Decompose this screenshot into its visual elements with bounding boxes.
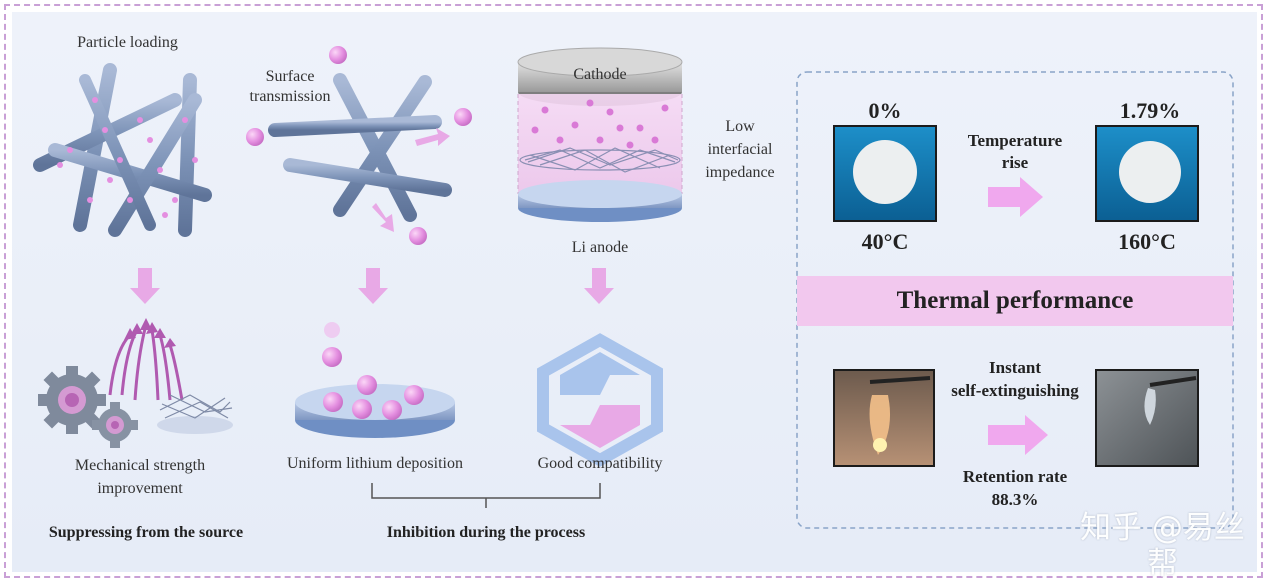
label-good-compatibility: Good compatibility (537, 455, 663, 472)
outer-frame (4, 4, 1263, 578)
label-pct-after: 1.79% (1119, 98, 1181, 123)
process-bracket (371, 483, 601, 508)
label-instant-extinguishing: Instant self-extinguishing (951, 358, 1079, 400)
label-temp-after: 160°C (1118, 229, 1176, 254)
label-pct-before: 0% (868, 98, 902, 123)
label-cathode: Cathode (573, 66, 627, 83)
particle-loading-rods (33, 63, 212, 237)
label-particle-loading: Particle loading (77, 34, 178, 51)
label-li-anode: Li anode (571, 239, 629, 256)
compatibility-icon (537, 333, 663, 467)
thermal-band (797, 276, 1233, 326)
label-temp-before: 40°C (861, 229, 909, 254)
label-retention-rate: Retention rate 88.3% (962, 467, 1068, 509)
particle-loading-dots (57, 97, 198, 218)
battery-ions (531, 99, 669, 149)
gear-icon-small (92, 402, 138, 448)
photo-burning (833, 369, 935, 467)
surface-transmission-ions (246, 46, 472, 245)
label-low-impedance: Low interfacial impedance (705, 118, 775, 181)
label-temp-rise: Temperature rise (967, 131, 1063, 172)
label-inhibition: Inhibition during the process (386, 524, 586, 541)
photo-after-heating (1095, 125, 1199, 222)
deposition-ions (322, 322, 424, 420)
deposition-disk (295, 384, 455, 438)
battery-separator-mesh (519, 147, 681, 173)
label-thermal-performance: Thermal performance (896, 287, 1134, 314)
label-uniform-deposition: Uniform lithium deposition (287, 455, 463, 472)
transmission-small-arrows (372, 128, 450, 232)
watermark: 知乎 @易丝帮 (1080, 510, 1245, 582)
fiber-mat (157, 394, 233, 434)
photo-extinguished (1095, 369, 1199, 467)
down-arrows (130, 268, 614, 304)
surface-transmission-rods (268, 73, 452, 222)
label-surface-transmission: Surface transmission (249, 68, 331, 105)
strength-arrows (108, 324, 184, 401)
label-suppressing: Suppressing from the source (48, 524, 244, 541)
photo-before-heating (833, 125, 937, 222)
gear-icon-large (38, 366, 106, 434)
strength-arrow-heads (124, 318, 176, 348)
thermal-arrows (988, 177, 1048, 455)
label-mechanical-strength: Mechanical strength improvement (74, 457, 206, 497)
